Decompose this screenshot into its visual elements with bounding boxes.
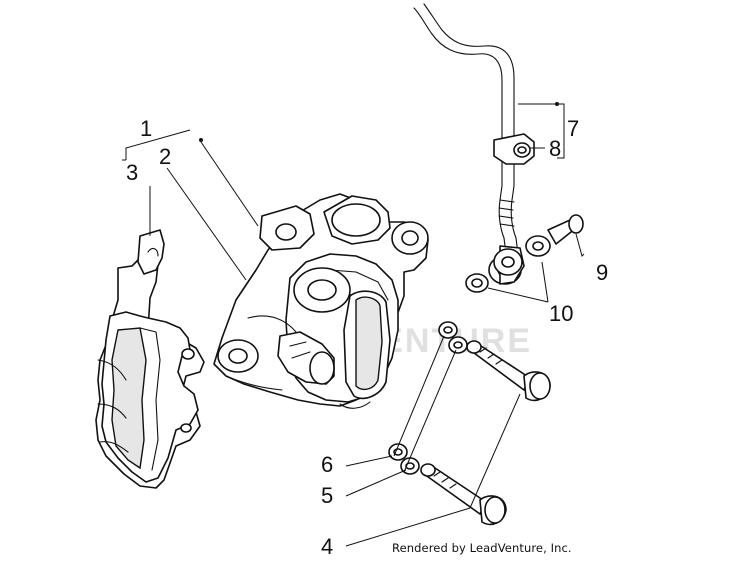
callout-4: 4 [321,534,333,559]
callout-9: 9 [596,260,608,285]
callout-10: 10 [549,301,573,326]
callout-1: 1 [140,116,152,141]
brake-hose [413,3,535,285]
banjo-bolt-set [465,214,584,293]
brake-pads [95,229,205,489]
callout-6: 6 [321,452,333,477]
leader-lines [122,102,585,547]
callout-8: 8 [549,136,561,161]
callout-5: 5 [321,483,333,508]
callout-3: 3 [126,160,138,185]
callout-7: 7 [567,116,579,141]
render-credit: Rendered by LeadVenture, Inc. [392,541,572,555]
callout-2: 2 [159,144,171,169]
mounting-bolts [388,321,551,526]
caliper-body [213,193,429,409]
callout-labels: 1 2 3 4 5 6 7 8 9 10 [126,116,608,559]
